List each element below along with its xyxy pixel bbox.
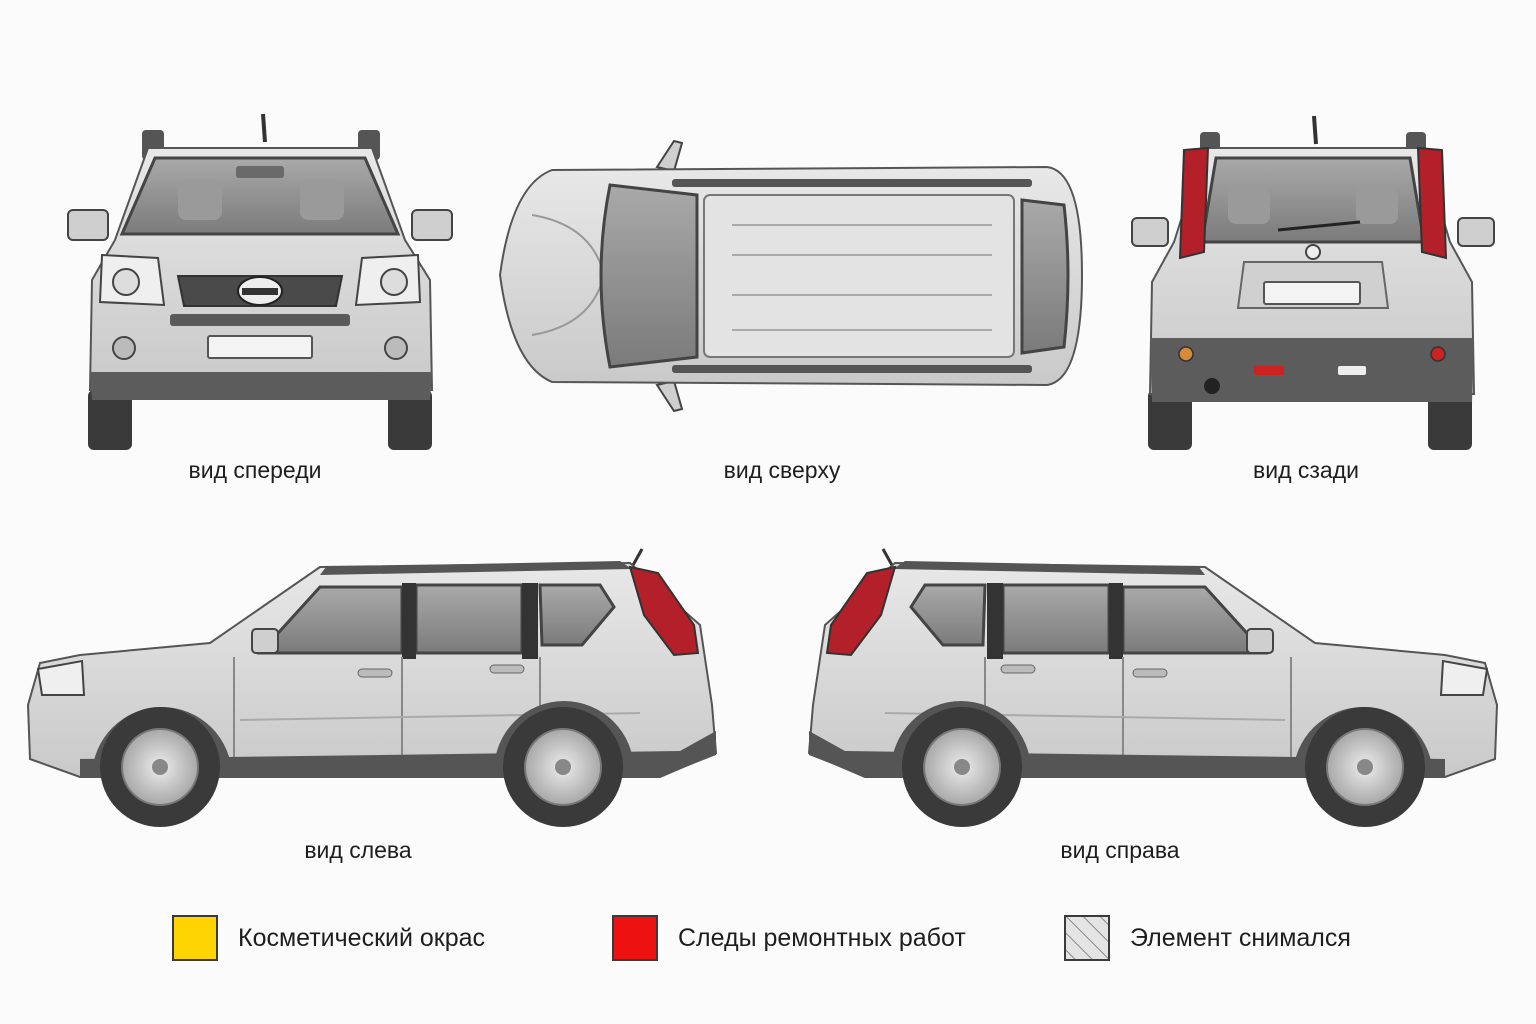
caption-front-view: вид спереди <box>188 457 322 483</box>
top-view-drawing <box>498 139 1084 413</box>
legend-swatch-yellow <box>172 915 218 961</box>
legend-item-repair-traces: Следы ремонтных работ <box>612 915 966 961</box>
legend-swatch-red <box>612 915 658 961</box>
caption-right-side-view: вид справа <box>1060 837 1180 863</box>
front-view <box>60 110 460 455</box>
legend-label-cosmetic-paint: Косметический окрас <box>238 923 486 952</box>
caption-top-view: вид сверху <box>723 457 841 483</box>
legend-item-element-removed: Элемент снимался <box>1064 915 1351 961</box>
legend-label-element-removed: Элемент снимался <box>1130 923 1351 952</box>
left-side-view-drawing <box>26 548 718 827</box>
legend-item-cosmetic-paint: Косметический окрас <box>172 915 485 961</box>
left-side-view <box>20 545 725 835</box>
rear-view <box>1128 112 1498 455</box>
top-view <box>492 135 1092 420</box>
front-view-drawing <box>67 113 453 450</box>
caption-left-side-view: вид слева <box>304 837 412 863</box>
caption-rear-view: вид сзади <box>1253 457 1359 483</box>
right-side-view <box>800 545 1505 835</box>
right-side-view-drawing <box>807 548 1499 827</box>
legend-label-repair-traces: Следы ремонтных работ <box>678 923 966 952</box>
legend-swatch-hatched <box>1064 915 1110 961</box>
rear-view-drawing <box>1131 115 1495 450</box>
